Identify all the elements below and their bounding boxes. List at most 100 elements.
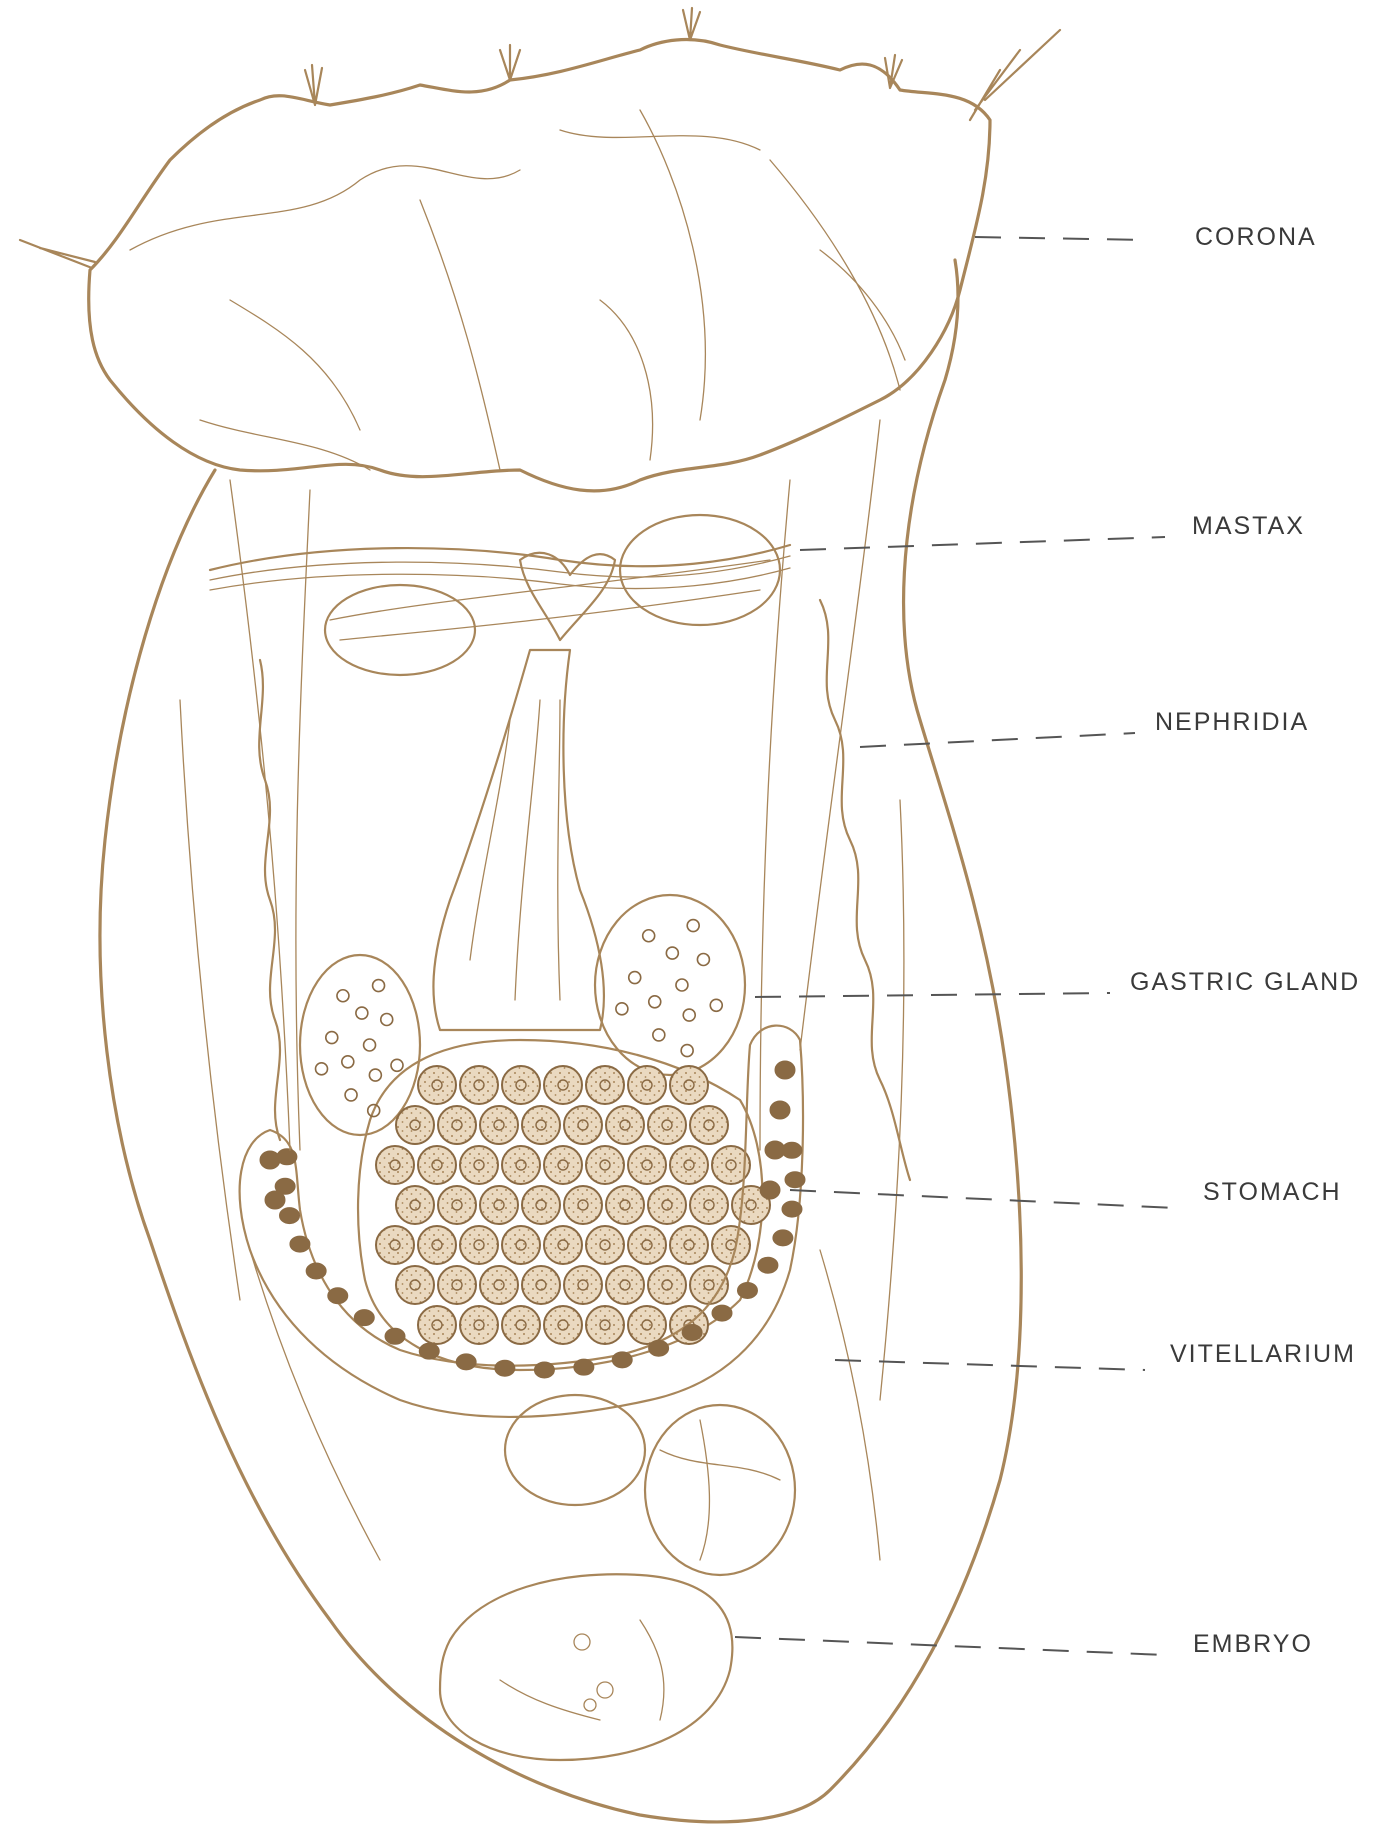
corona-leader xyxy=(975,237,1150,240)
gastric-gland-nucleus xyxy=(342,1056,354,1068)
vitellarium-nucleus xyxy=(782,1201,802,1217)
vitellarium-nucleus xyxy=(770,1101,790,1119)
vitellarium-nucleus xyxy=(354,1310,374,1326)
stomach-leader xyxy=(790,1190,1175,1208)
gastric-gland-nucleus xyxy=(681,1045,693,1057)
vitellarium-nucleus xyxy=(765,1141,785,1159)
stomach-cell xyxy=(670,1066,708,1104)
vitellarium-nucleus xyxy=(649,1340,669,1356)
stomach-cell xyxy=(438,1106,476,1144)
stomach-cell xyxy=(628,1226,666,1264)
vitellarium-label: VITELLARIUM xyxy=(1170,1340,1356,1368)
vitellarium-nucleus xyxy=(612,1352,632,1368)
stomach-cell xyxy=(628,1146,666,1184)
stomach-cell xyxy=(670,1226,708,1264)
stomach-cell xyxy=(460,1146,498,1184)
stomach-cell xyxy=(606,1186,644,1224)
stomach-cell xyxy=(544,1306,582,1344)
stomach-cell xyxy=(522,1106,560,1144)
stomach-cell xyxy=(586,1306,624,1344)
gastric-gland-nucleus xyxy=(683,1009,695,1021)
gastric-gland-nucleus xyxy=(649,996,661,1008)
nephridia-leader xyxy=(860,733,1135,747)
vitellarium-nucleus xyxy=(773,1230,793,1246)
gastric-gland-nucleus xyxy=(710,999,722,1011)
vitellarium-nucleus xyxy=(456,1354,476,1370)
gastric-gland-nucleus xyxy=(326,1032,338,1044)
gastric-gland-right xyxy=(595,895,745,1075)
stomach-cell xyxy=(396,1266,434,1304)
egg-mass xyxy=(505,1395,645,1505)
vitellarium-nucleus xyxy=(265,1191,285,1209)
stomach-cell xyxy=(502,1146,540,1184)
stomach-cell xyxy=(712,1226,750,1264)
nephridium-left xyxy=(259,660,280,1140)
stomach xyxy=(358,1040,770,1370)
vitellarium-nucleus xyxy=(290,1236,310,1252)
stomach-cell xyxy=(564,1186,602,1224)
gastric-gland-nucleus xyxy=(356,1007,368,1019)
developing-egg xyxy=(645,1405,795,1575)
oesophagus xyxy=(433,650,603,1030)
embryo-leader xyxy=(735,1637,1165,1655)
corona-cilia xyxy=(20,8,1060,268)
vitellarium-nucleus xyxy=(682,1324,702,1340)
gastric-gland-left xyxy=(300,955,420,1135)
gastric-gland-nucleus xyxy=(337,990,349,1002)
gastric-gland-nucleus xyxy=(391,1059,403,1071)
stomach-cell xyxy=(480,1186,518,1224)
gastric-gland-nucleus xyxy=(373,980,385,992)
stomach-cell xyxy=(606,1266,644,1304)
muscle-strands xyxy=(180,420,904,1560)
embryo xyxy=(440,1574,732,1760)
gastric-gland-nucleus xyxy=(643,930,655,942)
gastric-gland-nucleus xyxy=(687,920,699,932)
head-outline xyxy=(89,40,990,491)
stomach-cell xyxy=(418,1226,456,1264)
gastric-gland-nucleus xyxy=(345,1089,357,1101)
nephridium-right xyxy=(820,600,910,1180)
stomach-cell xyxy=(418,1146,456,1184)
vitellarium-nucleus xyxy=(260,1151,280,1169)
stomach-cell xyxy=(648,1266,686,1304)
vitellarium-leader xyxy=(835,1360,1145,1370)
stomach-cell xyxy=(522,1186,560,1224)
stomach-cell xyxy=(586,1226,624,1264)
vitellarium-nucleus xyxy=(419,1343,439,1359)
corona-folds xyxy=(130,110,905,470)
stomach-cell xyxy=(396,1186,434,1224)
stomach-cell xyxy=(502,1306,540,1344)
embryo-label: EMBRYO xyxy=(1193,1630,1313,1658)
vitellarium-nucleus xyxy=(280,1208,300,1224)
stomach-cell xyxy=(586,1066,624,1104)
vitellarium-nucleus xyxy=(737,1282,757,1298)
stomach-cell xyxy=(544,1146,582,1184)
stomach-cell xyxy=(648,1186,686,1224)
vitellarium-nucleus xyxy=(775,1061,795,1079)
gastric-gland-nucleus xyxy=(369,1069,381,1081)
stomach-cell xyxy=(438,1266,476,1304)
stomach-cell xyxy=(628,1306,666,1344)
stomach-cell xyxy=(460,1066,498,1104)
stomach-cell xyxy=(376,1226,414,1264)
stomach-cell xyxy=(564,1266,602,1304)
stomach-cell xyxy=(564,1106,602,1144)
stomach-cell xyxy=(502,1226,540,1264)
mastax-label: MASTAX xyxy=(1192,512,1305,540)
vitellarium-nucleus xyxy=(534,1362,554,1378)
vitellarium-nucleus xyxy=(712,1305,732,1321)
gastric-gland-nucleus xyxy=(629,972,641,984)
gastric-gland-nucleus xyxy=(676,979,688,991)
stomach-cell xyxy=(460,1226,498,1264)
vitellarium-nucleus xyxy=(758,1257,778,1273)
stomach-cell xyxy=(522,1266,560,1304)
gastric-gland-nucleus xyxy=(697,953,709,965)
gastric-gland-nucleus xyxy=(653,1029,665,1041)
stomach-label: STOMACH xyxy=(1203,1178,1342,1206)
corona-label: CORONA xyxy=(1195,223,1317,251)
stomach-cell xyxy=(544,1066,582,1104)
stomach-cell xyxy=(480,1266,518,1304)
stomach-cell xyxy=(628,1066,666,1104)
stomach-cell xyxy=(690,1106,728,1144)
rotifer-drawing xyxy=(20,8,1060,1822)
